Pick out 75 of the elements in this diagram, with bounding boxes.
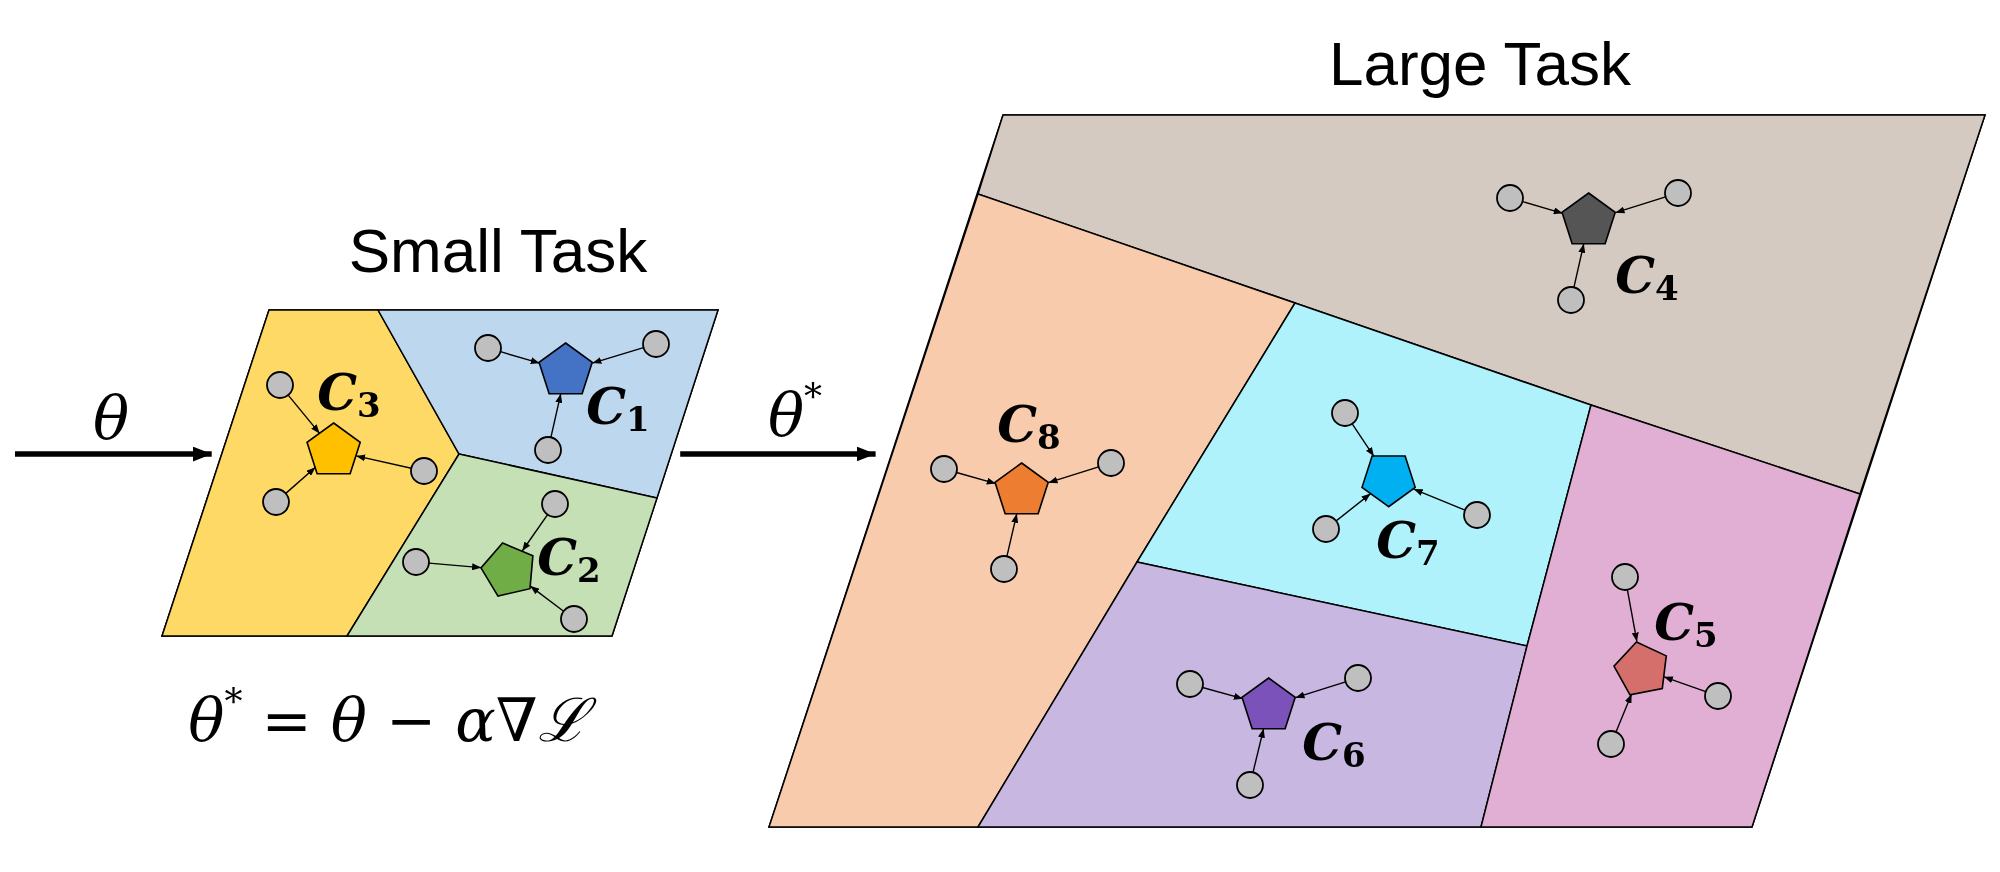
arrow	[529, 585, 565, 612]
cluster-region	[1479, 403, 1862, 829]
point-dot	[401, 547, 431, 577]
arrow	[680, 446, 876, 462]
prototype-pentagon	[1240, 676, 1298, 731]
arrow	[1521, 200, 1564, 215]
cluster-region	[1135, 301, 1593, 648]
point-dot	[1343, 663, 1373, 693]
prototype-pentagon	[1560, 191, 1618, 246]
arrow	[1413, 488, 1466, 511]
formula-text: θ$^{*}$ = θ − α∇ℒ	[175, 671, 601, 765]
point-dot	[1096, 448, 1126, 478]
point-dot	[1311, 514, 1341, 544]
point-dot	[1235, 770, 1265, 800]
prototype-pentagon	[305, 421, 363, 476]
arrow	[285, 466, 317, 495]
point-dot	[533, 435, 563, 465]
point-dot	[409, 456, 439, 486]
arrow	[1614, 196, 1667, 214]
point-dot	[641, 329, 671, 359]
arrow	[15, 446, 212, 462]
point-dot	[261, 487, 291, 517]
arrow	[1294, 681, 1347, 699]
prototype-pentagon	[479, 540, 535, 598]
cluster-region	[767, 192, 1297, 829]
arrow	[1047, 466, 1100, 484]
edge-label: θ$^{*}$	[766, 375, 824, 453]
arrow	[1006, 513, 1019, 557]
arrow	[355, 454, 412, 469]
prototype-pentagon	[1612, 639, 1669, 697]
point-dot	[265, 370, 295, 400]
class-label: C$_{5}$	[1653, 595, 1719, 655]
arrow	[1663, 676, 1707, 693]
arrow	[521, 514, 549, 552]
point-dot	[1663, 178, 1693, 208]
arrow	[550, 393, 563, 438]
point-dot	[1330, 398, 1360, 428]
cluster-region	[345, 452, 659, 638]
arrow	[591, 347, 645, 364]
point-dot	[1556, 285, 1586, 315]
arrow	[499, 351, 541, 365]
arrow	[955, 471, 997, 485]
class-label: C$_{2}$	[536, 530, 602, 590]
point-dot	[1610, 562, 1640, 592]
prototype-pentagon	[993, 461, 1051, 516]
point-dot	[473, 333, 503, 363]
arrow	[428, 562, 482, 571]
point-dot	[559, 604, 589, 634]
prototype-pentagon	[1360, 454, 1418, 509]
point-dot	[540, 489, 570, 519]
class-label: C$_{4}$	[1614, 248, 1680, 308]
class-label: C$_{8}$	[996, 397, 1062, 457]
point-dot	[1462, 500, 1492, 530]
arrow	[1573, 243, 1586, 288]
cluster-region	[160, 308, 461, 638]
arrow	[1351, 423, 1375, 457]
point-dot	[1175, 669, 1205, 699]
edge-label: θ	[91, 382, 131, 456]
panel-title: Small Task	[348, 220, 648, 282]
class-label: C$_{6}$	[1301, 715, 1367, 775]
class-label: C$_{3}$	[316, 365, 382, 425]
arrow	[1626, 589, 1639, 643]
arrow	[287, 394, 321, 435]
class-label: C$_{7}$	[1375, 513, 1441, 573]
arrow	[1335, 492, 1372, 522]
arrow	[1615, 693, 1633, 733]
class-label: C$_{1}$	[585, 379, 651, 439]
point-dot	[1596, 729, 1626, 759]
point-dot	[1703, 681, 1733, 711]
point-dot	[929, 454, 959, 484]
point-dot	[989, 554, 1019, 584]
arrow	[1201, 686, 1244, 700]
cluster-region	[976, 113, 1987, 496]
arrow	[1252, 728, 1265, 774]
point-dot	[1495, 183, 1525, 213]
